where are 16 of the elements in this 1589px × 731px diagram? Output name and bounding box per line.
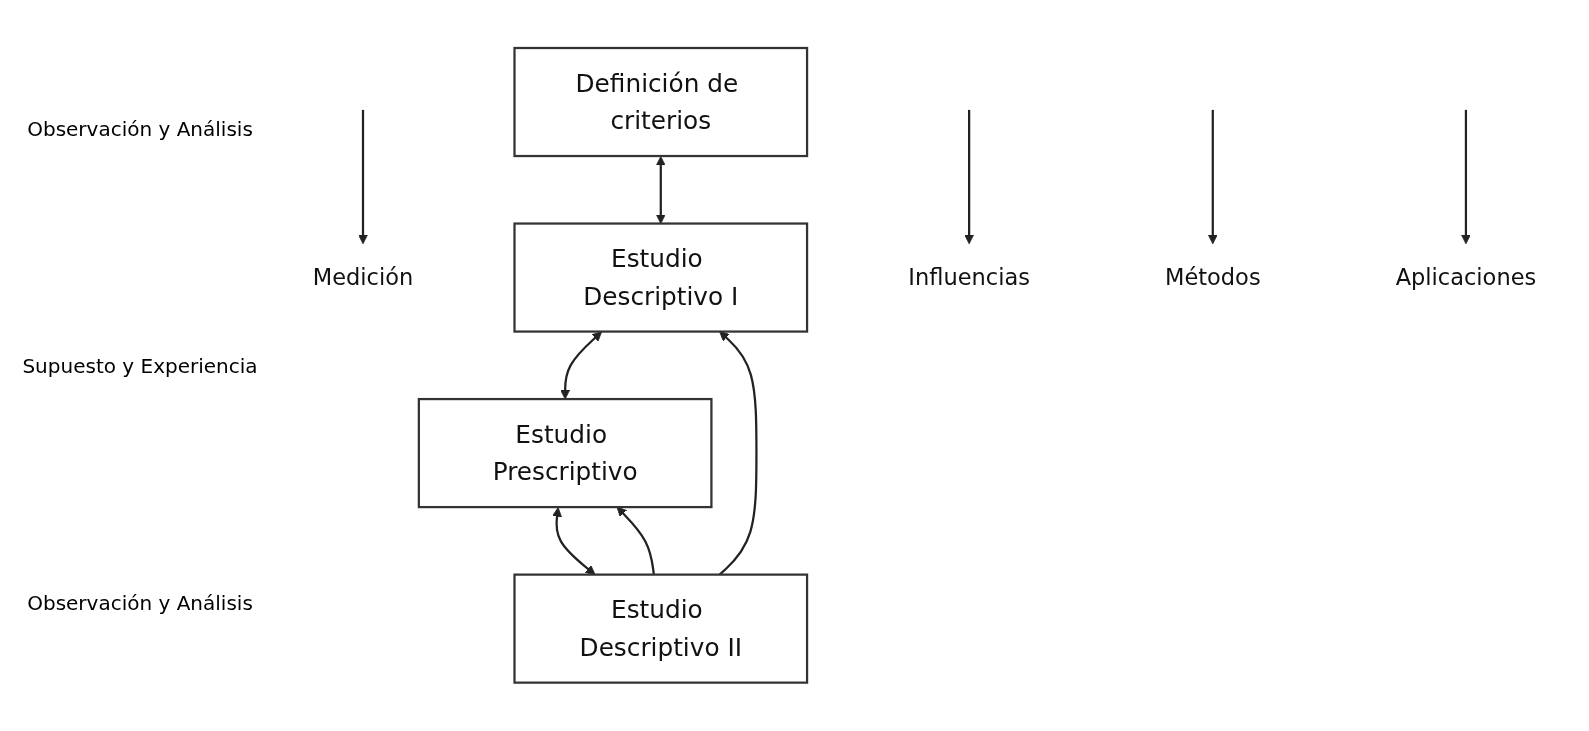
node-text: Influencias: [908, 264, 1030, 292]
side-label: Observación y Análisis: [26, 116, 254, 141]
arrow: [358, 110, 368, 245]
arrow: [1207, 110, 1218, 245]
node-text: Medición: [312, 264, 414, 292]
arrow: [1461, 110, 1471, 245]
node-box: Definición de criterios: [513, 47, 809, 158]
node-text: Métodos: [1164, 264, 1261, 292]
node-box: Estudio Descriptivo I: [513, 222, 809, 333]
side-label: Supuesto y Experiencia: [21, 353, 259, 378]
node-box: Estudio Prescriptivo: [417, 398, 713, 509]
node-box: Estudio Descriptivo II: [513, 573, 809, 684]
side-label: Observación y Análisis: [26, 590, 254, 615]
arrow: [560, 331, 603, 400]
node-text: Aplicaciones: [1395, 264, 1537, 292]
arrow: [964, 110, 975, 245]
